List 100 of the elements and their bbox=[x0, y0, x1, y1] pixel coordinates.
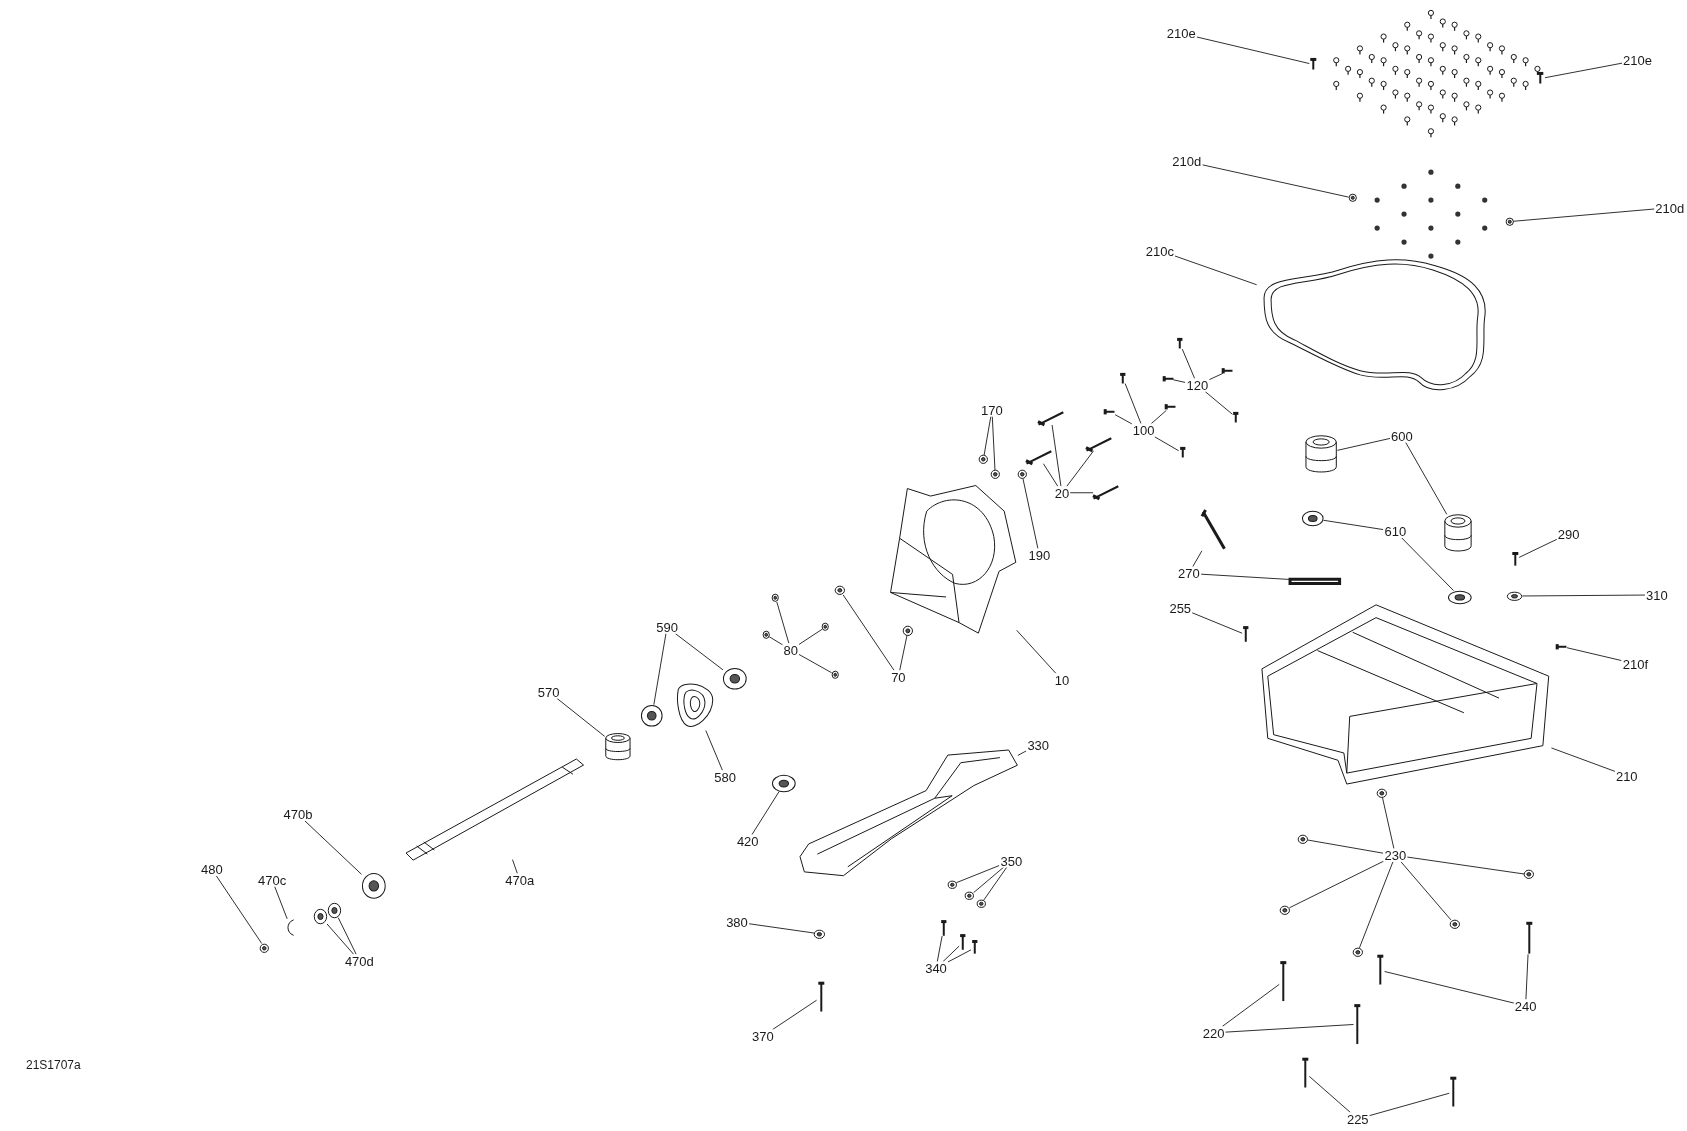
callout-number: 210d bbox=[1171, 154, 1203, 168]
callout-number: 340 bbox=[924, 961, 948, 975]
callout-number: 225 bbox=[1345, 1112, 1370, 1126]
callout-number: 270 bbox=[1177, 566, 1201, 580]
bolt-drawing bbox=[1449, 1076, 1458, 1108]
leader-line bbox=[1051, 424, 1062, 487]
callout-number: 210d bbox=[1654, 201, 1686, 215]
callout-number: 570 bbox=[536, 685, 561, 699]
leader-line bbox=[956, 865, 1000, 884]
leader-line bbox=[1017, 750, 1027, 756]
leader-line bbox=[983, 866, 1008, 901]
callout-number: 610 bbox=[1383, 525, 1408, 538]
leader-line bbox=[899, 634, 908, 671]
washer-drawing bbox=[831, 670, 839, 679]
leader-line bbox=[1016, 629, 1057, 674]
leader-line bbox=[942, 945, 960, 963]
callout-number: 470a bbox=[504, 873, 536, 887]
washer-drawing bbox=[1352, 947, 1363, 957]
callout-number: 210e bbox=[1622, 53, 1653, 67]
bolt-drawing bbox=[939, 920, 948, 936]
callout-number: 255 bbox=[1168, 601, 1193, 615]
callout-number: 10 bbox=[1053, 673, 1071, 687]
callout-number: 310 bbox=[1645, 588, 1669, 602]
leader-line bbox=[1196, 36, 1310, 64]
callout-number: 470d bbox=[343, 954, 375, 968]
leader-line bbox=[705, 730, 723, 771]
callout-number: 240 bbox=[1513, 999, 1538, 1013]
callout-number: 380 bbox=[725, 915, 749, 929]
leader-line bbox=[1191, 612, 1243, 634]
washer-drawing bbox=[965, 892, 974, 900]
leader-line bbox=[751, 791, 780, 836]
leader-line bbox=[1518, 538, 1558, 558]
bolt-drawing bbox=[1119, 373, 1127, 384]
leader-line bbox=[798, 654, 833, 674]
washer-drawing bbox=[1448, 590, 1472, 604]
bushing-drawing bbox=[1443, 514, 1472, 553]
figure-code: 21S1707a bbox=[26, 1059, 81, 1071]
leader-line bbox=[772, 999, 818, 1031]
leader-line bbox=[1022, 478, 1039, 550]
callout-number: 210c bbox=[1144, 244, 1175, 258]
leader-line bbox=[1400, 861, 1452, 921]
callout-number: 350 bbox=[999, 854, 1024, 868]
leader-line bbox=[1512, 208, 1655, 222]
leader-line bbox=[1381, 796, 1395, 850]
washer-drawing bbox=[1505, 217, 1514, 226]
washer-drawing bbox=[1348, 194, 1357, 202]
strip-drawing bbox=[1288, 575, 1341, 587]
callout-number: 420 bbox=[735, 834, 760, 848]
bolt-drawing bbox=[1279, 960, 1288, 1002]
callout-number: 600 bbox=[1390, 429, 1414, 443]
callout-number: 80 bbox=[782, 643, 799, 657]
leader-line bbox=[991, 415, 996, 471]
bolt-drawing bbox=[971, 941, 979, 955]
bolt-drawing bbox=[816, 982, 826, 1013]
callout-number: 330 bbox=[1026, 738, 1051, 751]
bolt-drawing bbox=[1176, 339, 1184, 350]
callout-number: 470c bbox=[257, 873, 288, 887]
callout-number: 370 bbox=[750, 1029, 775, 1043]
bolt-drawing bbox=[1178, 448, 1187, 458]
leader-line bbox=[1181, 348, 1196, 380]
bolt-drawing bbox=[1536, 73, 1545, 84]
leader-line bbox=[1124, 383, 1142, 425]
leader-line bbox=[1359, 861, 1394, 949]
leader-line bbox=[1174, 255, 1258, 286]
leader-line bbox=[776, 601, 790, 644]
washer-drawing bbox=[1507, 591, 1523, 601]
washer-drawing bbox=[821, 623, 829, 631]
washer-drawing bbox=[328, 902, 342, 918]
leader-line bbox=[973, 866, 1005, 894]
callout-number: 590 bbox=[655, 620, 679, 634]
washer-drawing bbox=[1449, 919, 1460, 929]
bolt-drawing bbox=[1105, 408, 1116, 416]
callout-number: 230 bbox=[1383, 848, 1408, 862]
washer-drawing bbox=[1376, 788, 1387, 798]
bolt-drawing bbox=[1232, 412, 1240, 423]
leader-line bbox=[1201, 164, 1350, 198]
leader-line bbox=[1369, 1092, 1450, 1117]
leader-line bbox=[798, 628, 823, 645]
leader-line bbox=[653, 633, 667, 706]
leader-line bbox=[936, 935, 943, 963]
callout-number: 190 bbox=[1027, 548, 1052, 562]
bolt-drawing bbox=[1163, 374, 1174, 383]
washer-drawing bbox=[641, 704, 663, 727]
leader-line bbox=[1307, 839, 1384, 854]
housing-drawing bbox=[887, 484, 1017, 635]
callout-number: 220 bbox=[1201, 1026, 1226, 1040]
washer-drawing bbox=[772, 594, 779, 602]
leader-line bbox=[274, 886, 288, 920]
bolt-drawing bbox=[959, 934, 967, 950]
callout-number: 120 bbox=[1185, 378, 1210, 392]
bolt-drawing bbox=[1038, 412, 1065, 425]
leader-line bbox=[748, 923, 815, 934]
leader-line bbox=[337, 917, 357, 955]
callout-number: 70 bbox=[890, 670, 907, 684]
bolt-drawing bbox=[1524, 922, 1534, 955]
leader-line bbox=[1172, 379, 1187, 383]
washer-drawing bbox=[723, 668, 747, 690]
leader-line bbox=[215, 875, 263, 944]
washer-drawing bbox=[314, 909, 328, 925]
leader-line bbox=[1204, 391, 1233, 415]
